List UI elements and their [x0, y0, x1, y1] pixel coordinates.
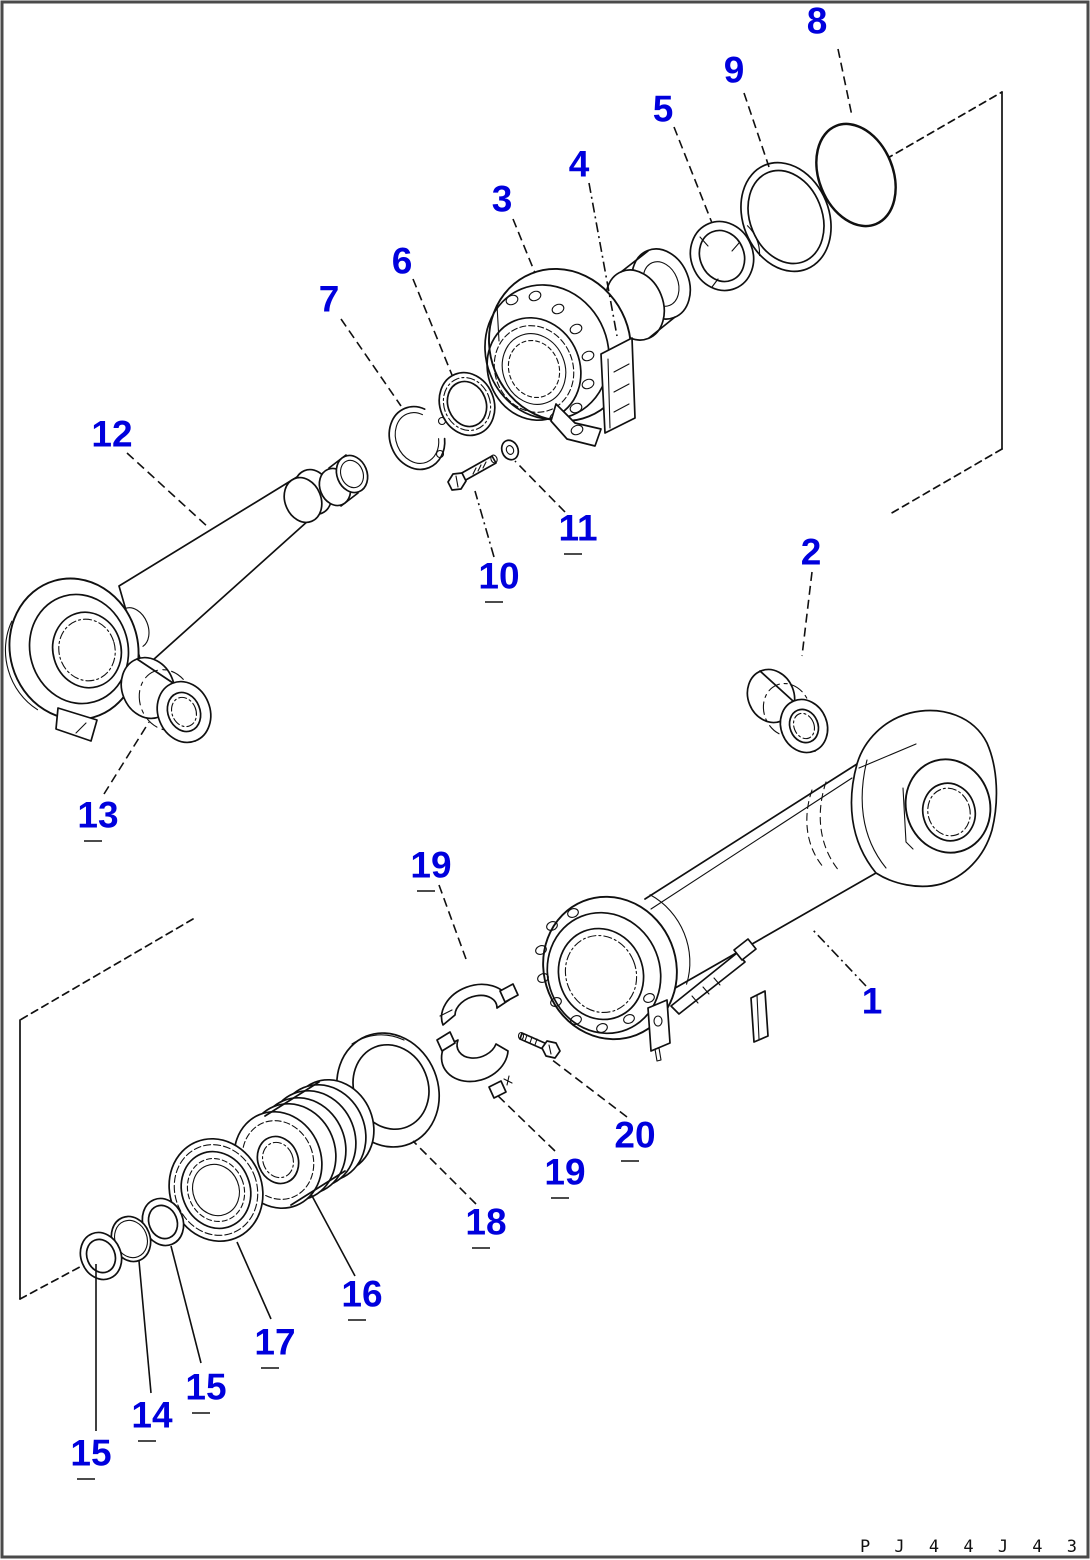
leader-line-4 — [588, 182, 618, 337]
part-20-bolt — [517, 1031, 561, 1059]
leader-line-19u — [438, 884, 467, 960]
part-9-o-ring — [740, 161, 832, 273]
leader-line-8 — [837, 48, 853, 117]
leader-line-17 — [236, 1241, 272, 1320]
callout-13: 13 — [77, 795, 118, 836]
callout-4: 4 — [569, 144, 590, 185]
leader-line-12 — [126, 452, 210, 529]
leader-line-5 — [673, 126, 713, 224]
leader-line-15b — [170, 1245, 202, 1364]
callout-16: 16 — [341, 1274, 382, 1315]
part-11-washer — [500, 439, 520, 461]
part-12-piston-rod — [4, 454, 369, 742]
part-10-bolt — [447, 454, 498, 491]
callout-9: 9 — [724, 50, 745, 91]
part-16-piston — [233, 1078, 375, 1210]
callout-12: 12 — [91, 414, 132, 455]
callout-20: 20 — [614, 1115, 655, 1156]
leader-line-1 — [811, 928, 867, 987]
part-15-o-ring-a — [79, 1231, 123, 1281]
leader-line-10 — [474, 490, 495, 558]
part-2-bushing — [746, 668, 829, 754]
leader-line-18 — [412, 1140, 477, 1205]
callout-19u: 19 — [410, 845, 451, 886]
leader-line-9 — [743, 92, 770, 168]
part-19-half-ring-upper — [439, 983, 519, 1026]
callout-8: 8 — [807, 1, 828, 42]
leader-line-2 — [801, 571, 813, 657]
assembly-plane-bottom-left — [19, 918, 194, 1300]
callout-15a: 15 — [70, 1433, 111, 1474]
part-7-snap-ring — [388, 405, 447, 471]
leader-line-19l — [494, 1092, 556, 1152]
leader-line-6 — [412, 278, 453, 376]
callout-3: 3 — [492, 179, 513, 220]
callout-11: 11 — [558, 508, 597, 549]
callout-14: 14 — [131, 1395, 173, 1436]
leader-line-7 — [340, 318, 402, 407]
callout-15b: 15 — [185, 1367, 226, 1408]
watermark-code: P J 4 4 J 4 3 — [860, 1537, 1084, 1557]
callout-6: 6 — [392, 241, 413, 282]
part-8-o-ring — [815, 122, 897, 228]
callout-10: 10 — [478, 556, 519, 597]
callout-2: 2 — [801, 532, 822, 573]
callout-leader-lines — [95, 48, 867, 1431]
part-3-cylinder-head — [484, 267, 636, 447]
callout-18: 18 — [465, 1202, 506, 1243]
leader-line-13 — [103, 721, 150, 795]
leader-line-3 — [512, 218, 536, 274]
callout-17: 17 — [254, 1322, 295, 1363]
leader-line-14 — [138, 1260, 152, 1394]
part-5-seal-ring — [689, 215, 761, 292]
part-1-cylinder-tube — [535, 709, 998, 1062]
part-13-bushing — [120, 656, 212, 744]
leader-line-20 — [550, 1058, 628, 1118]
assembly-plane-top-right — [885, 91, 1003, 515]
leader-line-11 — [514, 460, 566, 513]
part-19-half-ring-lower — [436, 1031, 513, 1099]
leader-line-16 — [310, 1193, 356, 1277]
flange-bolt-holes — [535, 908, 655, 1033]
part-6-buffer-ring — [438, 371, 496, 437]
callout-1: 1 — [862, 981, 883, 1022]
callout-5: 5 — [653, 89, 674, 130]
callout-7: 7 — [319, 279, 340, 320]
bolt-holes — [505, 290, 595, 423]
callout-19l: 19 — [544, 1152, 585, 1193]
